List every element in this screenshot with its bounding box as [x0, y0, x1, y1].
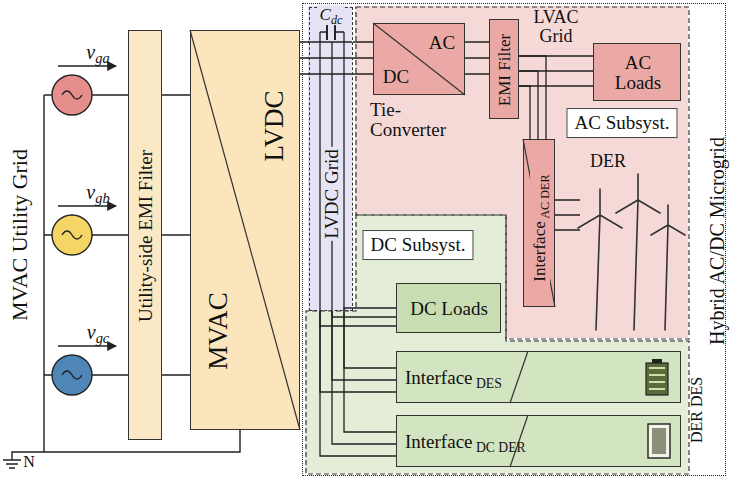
- region-outline: [356, 7, 689, 339]
- source-symbol: [52, 75, 92, 115]
- node-text: LVDC Grid: [321, 147, 343, 241]
- node-text: AC Loads: [603, 53, 673, 93]
- text-slot: Tie- Converter: [370, 100, 466, 140]
- tie-converter-box: ACDCTie- Converter: [373, 23, 465, 95]
- voltage-label: vgc: [87, 322, 109, 343]
- load-box: DC Loads: [396, 283, 501, 333]
- node-text: AC Subsyst.: [566, 108, 677, 138]
- label-slot: vgb: [86, 182, 109, 203]
- source-tilde: [62, 91, 82, 99]
- text-slot: LVDC Grid: [321, 147, 343, 241]
- text-slot: MVAC: [204, 292, 232, 370]
- node-text: DC: [383, 67, 409, 87]
- label-slot: DER: [590, 152, 626, 171]
- converter-box: MVAC LVDC: [190, 30, 300, 430]
- interface-box: Interface AC DER: [523, 139, 555, 307]
- dc-band-ground: [308, 6, 352, 310]
- bus-connector: [519, 56, 546, 139]
- load-box: AC Loads: [593, 43, 681, 101]
- filter-box: Utility-side EMI Filter: [128, 30, 162, 440]
- der-wire: [554, 200, 580, 230]
- source-tilde: [62, 231, 82, 239]
- text-slot: AC Loads: [603, 53, 673, 93]
- ac-ground: [355, 6, 688, 338]
- text-slot: Interface DES: [405, 368, 502, 388]
- converter-diagonal: [373, 23, 465, 95]
- emi-filter-box: EMI Filter: [489, 19, 519, 119]
- interface-box: Interface DES: [396, 351, 681, 403]
- wind-turbine: [651, 205, 685, 330]
- text-slot: DC Subsyst.: [362, 230, 473, 260]
- battery-symbol: [646, 359, 668, 395]
- label-slot: vgc: [87, 322, 109, 343]
- node-text: DC Loads: [410, 299, 488, 319]
- text-slot: EMI Filter: [496, 34, 514, 106]
- grid-label: MVAC Utility Grid: [8, 149, 31, 321]
- voltage-label: vgb: [86, 182, 109, 203]
- bus-label: LVAC Grid: [527, 8, 585, 46]
- node-text: Interface DC DER: [405, 432, 526, 452]
- wind-turbine: [578, 189, 622, 330]
- wind-turbine: [616, 174, 660, 330]
- dc-subsystem-region: DC LoadsInterface DES Interface DC DER DC …: [306, 215, 689, 474]
- node-text: Interface AC DER: [530, 172, 550, 283]
- text-slot: Utility-side EMI Filter: [136, 150, 156, 322]
- dc-bus-tap: [308, 42, 352, 74]
- source-symbol: [52, 215, 92, 255]
- node-text: AC: [429, 33, 455, 53]
- label-slot: LVAC Grid: [527, 8, 585, 46]
- source-symbol: [52, 355, 92, 395]
- voltage-label: vga: [86, 42, 109, 63]
- shape-outline: [190, 30, 300, 430]
- node-text: Hybrid AC/DC Microgrid: [707, 137, 728, 345]
- text-slot: Interface DC DER: [405, 432, 526, 452]
- dc-ground: [305, 214, 688, 473]
- interface-box: Interface DC DER: [396, 415, 681, 467]
- node-text: DC Subsyst.: [362, 230, 473, 260]
- text-slot: DC: [383, 67, 409, 87]
- text-slot: Interface AC DER: [530, 172, 550, 283]
- text-slot: Hybrid AC/DC Microgrid: [707, 137, 728, 345]
- bus-connector: [465, 42, 489, 74]
- dc-grid-band: LVDC Grid: [309, 7, 353, 311]
- converter-diagonal: [190, 30, 300, 430]
- neutral-label: N: [23, 454, 35, 471]
- capacitor-lead: [320, 31, 344, 32]
- label-slot: DER DES: [689, 377, 706, 443]
- source-tilde: [62, 371, 82, 379]
- converter-diagonal: [523, 139, 555, 307]
- node-text: MVAC: [204, 292, 232, 370]
- region-outline: [306, 215, 689, 474]
- label-slot: MVAC Utility Grid: [8, 149, 31, 321]
- text-slot: AC Subsyst.: [566, 108, 677, 138]
- capacitor-label: Cdc: [318, 5, 345, 25]
- converter-diagonal: [510, 351, 528, 403]
- bus-connector: [320, 311, 396, 456]
- node-text: Utility-side EMI Filter: [136, 150, 156, 322]
- text-slot: DC Loads: [410, 299, 488, 319]
- node-text: Tie- Converter: [370, 100, 466, 140]
- node-text: Interface DES: [405, 368, 502, 388]
- text-slot: LVDC: [260, 90, 288, 161]
- der-label: DER: [590, 152, 626, 171]
- der-label: DER DES: [689, 377, 706, 443]
- microgrid-region: LVDC Grid AC DC Tie- Converter EMI Filter AC …: [302, 3, 726, 476]
- label-slot: N: [23, 454, 35, 471]
- node-text: LVDC: [260, 90, 288, 161]
- text-slot: AC: [429, 33, 455, 53]
- node-text: EMI Filter: [496, 34, 514, 106]
- bus-connector: [162, 95, 190, 375]
- label-slot: vga: [86, 42, 109, 63]
- pv-panel-symbol: [648, 424, 670, 458]
- label-slot: Cdc: [318, 5, 345, 25]
